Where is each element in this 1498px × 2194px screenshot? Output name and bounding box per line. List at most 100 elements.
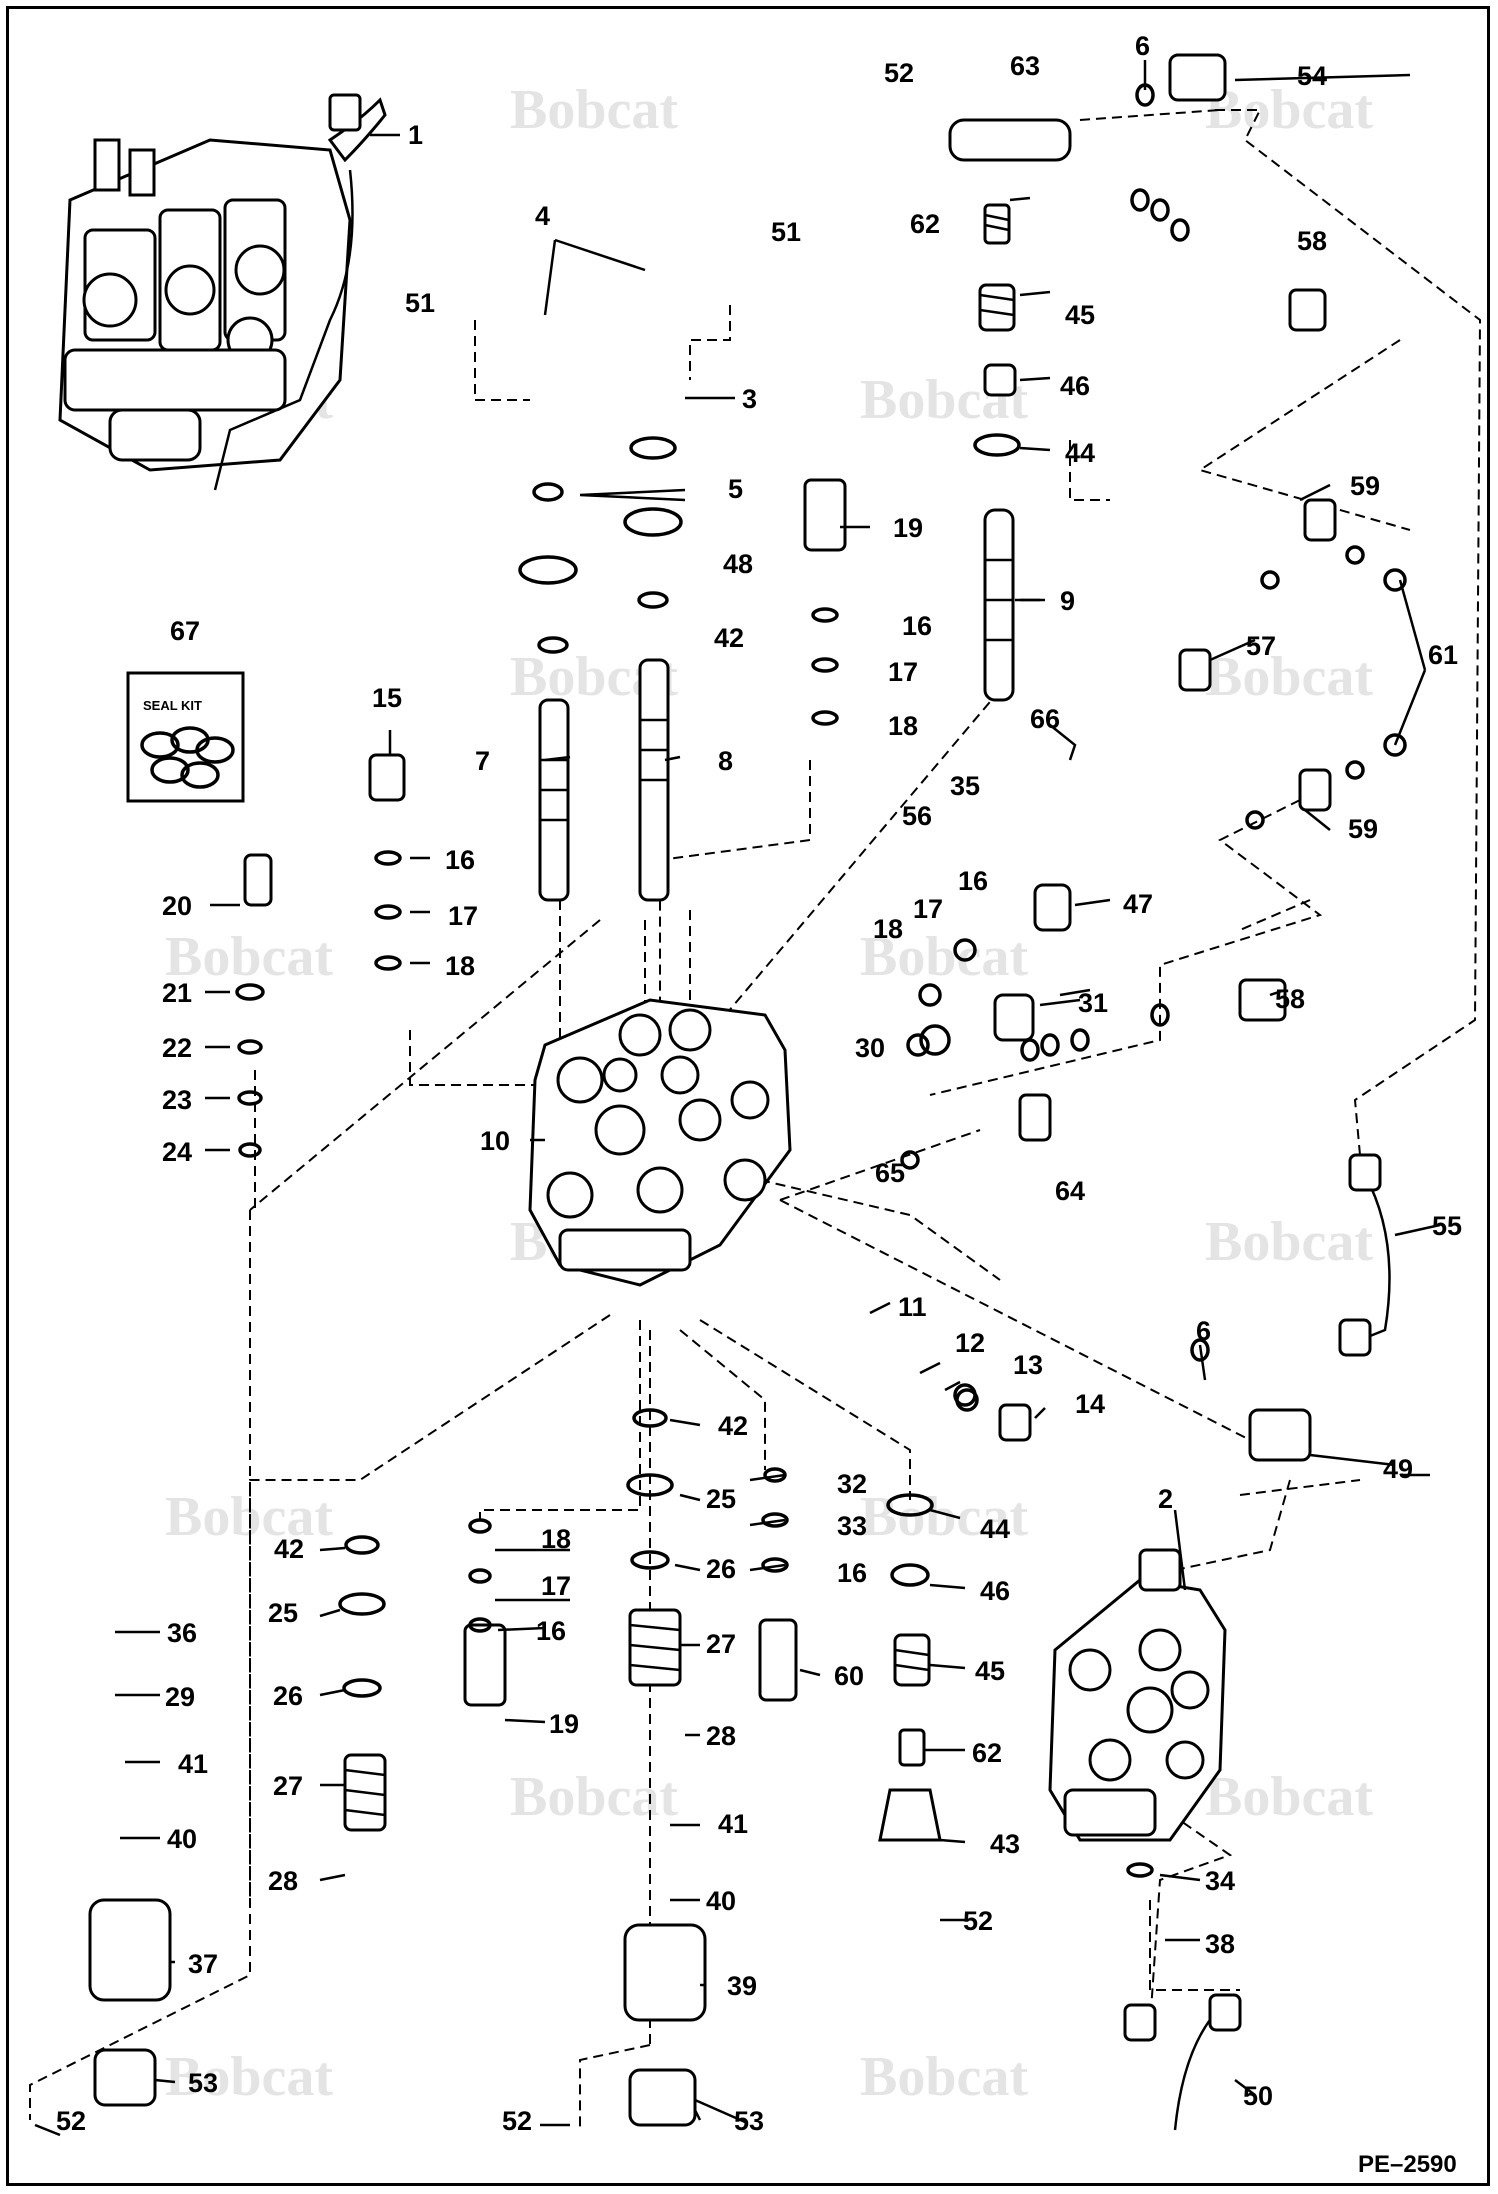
watermark: Bobcat <box>165 926 333 988</box>
part-number-label: 38 <box>1205 1929 1235 1959</box>
part-number-label: 26 <box>273 1681 303 1711</box>
part-number-label: 32 <box>837 1469 867 1499</box>
seal-kit-label: SEAL KIT <box>143 698 202 713</box>
part-number-label: 43 <box>990 1829 1020 1859</box>
part-number-label: 11 <box>898 1292 927 1322</box>
part-number-label: 40 <box>167 1824 197 1854</box>
part-number-label: 16 <box>902 611 932 641</box>
part-number-label: 61 <box>1428 640 1458 670</box>
watermark: Bobcat <box>1205 1766 1373 1828</box>
part-number-label: 53 <box>734 2106 764 2136</box>
part-number-label: 7 <box>475 746 490 776</box>
part-number-label: 26 <box>706 1554 736 1584</box>
hose-parts <box>1123 53 1391 2131</box>
part-number-label: 28 <box>706 1721 736 1751</box>
part-number-label: 13 <box>1013 1350 1043 1380</box>
part-number-label: 24 <box>162 1137 192 1167</box>
part-number-label: 23 <box>162 1085 192 1115</box>
watermark: Bobcat <box>1205 1211 1373 1273</box>
part-number-label: 67 <box>170 616 200 646</box>
part-number-label: 47 <box>1123 889 1153 919</box>
part-number-label: 8 <box>718 746 733 776</box>
part-number-label: 20 <box>162 891 192 921</box>
spring-parts <box>343 203 1017 1832</box>
watermark: Bobcat <box>1205 79 1373 141</box>
part-number-label: 62 <box>910 209 940 239</box>
part-number-label: 54 <box>1297 61 1327 91</box>
reference-code: PE–2590 <box>1358 2151 1457 2178</box>
part-number-label: 49 <box>1383 1454 1413 1484</box>
valve-body <box>528 998 792 1287</box>
part-number-label: 5 <box>728 474 743 504</box>
part-number-label: 48 <box>723 549 753 579</box>
complete-valve-assembly <box>58 93 387 491</box>
part-number-label: 9 <box>1060 586 1075 616</box>
part-number-label: 65 <box>875 1158 905 1188</box>
part-number-label: 59 <box>1350 471 1380 501</box>
part-number-label: 18 <box>445 951 475 981</box>
part-number-label: 4 <box>535 201 550 231</box>
part-number-label: 52 <box>56 2106 86 2136</box>
part-number-label: 59 <box>1348 814 1378 844</box>
part-number-label: 57 <box>1246 631 1276 661</box>
part-number-label: 19 <box>893 513 923 543</box>
cap-parts <box>88 118 1337 2127</box>
part-number-label: 22 <box>162 1033 192 1063</box>
watermark: Bobcat <box>165 2046 333 2108</box>
part-number-label: 52 <box>502 2106 532 2136</box>
part-number-label: 25 <box>706 1484 736 1514</box>
part-number-label: 55 <box>1432 1211 1462 1241</box>
part-number-label: 6 <box>1196 1316 1211 1346</box>
assembly-lines <box>29 109 1482 2130</box>
part-number-label: 56 <box>902 801 932 831</box>
part-number-label: 15 <box>372 683 402 713</box>
watermark: Bobcat <box>1205 646 1373 708</box>
part-number-label: 62 <box>972 1738 1002 1768</box>
part-number-label: 42 <box>274 1534 304 1564</box>
part-number-label: 42 <box>718 1411 748 1441</box>
part-labels: 1 2 3 4 5 6 6 7 8 9 10 11 12 13 14 15 16… <box>56 31 1462 2136</box>
watermark: Bobcat <box>510 79 678 141</box>
part-number-label: 19 <box>549 1709 579 1739</box>
part-number-label: 1 <box>408 120 423 150</box>
part-number-label: 36 <box>167 1618 197 1648</box>
part-number-label: 17 <box>448 901 478 931</box>
part-number-label: 29 <box>165 1682 195 1712</box>
part-number-label: 27 <box>273 1771 303 1801</box>
watermark: Bobcat <box>860 926 1028 988</box>
part-number-label: 42 <box>714 623 744 653</box>
part-number-label: 16 <box>536 1616 566 1646</box>
part-number-label: 64 <box>1055 1176 1085 1206</box>
part-number-label: 46 <box>1060 371 1090 401</box>
part-number-label: 31 <box>1078 988 1108 1018</box>
seal-kit: SEAL KIT <box>126 671 245 803</box>
part-number-label: 10 <box>480 1126 510 1156</box>
part-number-label: 41 <box>178 1749 208 1779</box>
part-number-label: 46 <box>980 1576 1010 1606</box>
part-number-label: 6 <box>1135 31 1150 61</box>
part-number-label: 18 <box>541 1524 571 1554</box>
part-number-label: 53 <box>188 2068 218 2098</box>
part-number-label: 66 <box>1030 704 1060 734</box>
part-number-label: 34 <box>1205 1866 1235 1896</box>
part-number-label: 51 <box>771 217 801 247</box>
watermark: Bobcat <box>510 1766 678 1828</box>
part-number-label: 17 <box>541 1571 571 1601</box>
part-number-label: 37 <box>188 1949 218 1979</box>
watermark: Bobcat <box>860 1486 1028 1548</box>
part-number-label: 27 <box>706 1629 736 1659</box>
part-number-label: 18 <box>873 914 903 944</box>
part-number-label: 35 <box>950 771 980 801</box>
part-number-label: 30 <box>855 1033 885 1063</box>
valve-section <box>1048 1548 1227 1842</box>
part-number-label: 44 <box>980 1514 1010 1544</box>
part-number-label: 39 <box>727 1971 757 2001</box>
part-number-label: 16 <box>958 866 988 896</box>
part-number-label: 52 <box>963 1906 993 1936</box>
part-number-label: 63 <box>1010 51 1040 81</box>
part-number-label: 17 <box>913 894 943 924</box>
seal-rings <box>235 83 1407 1878</box>
part-number-label: 52 <box>884 58 914 88</box>
part-number-label: 12 <box>955 1328 985 1358</box>
part-number-label: 45 <box>1065 300 1095 330</box>
